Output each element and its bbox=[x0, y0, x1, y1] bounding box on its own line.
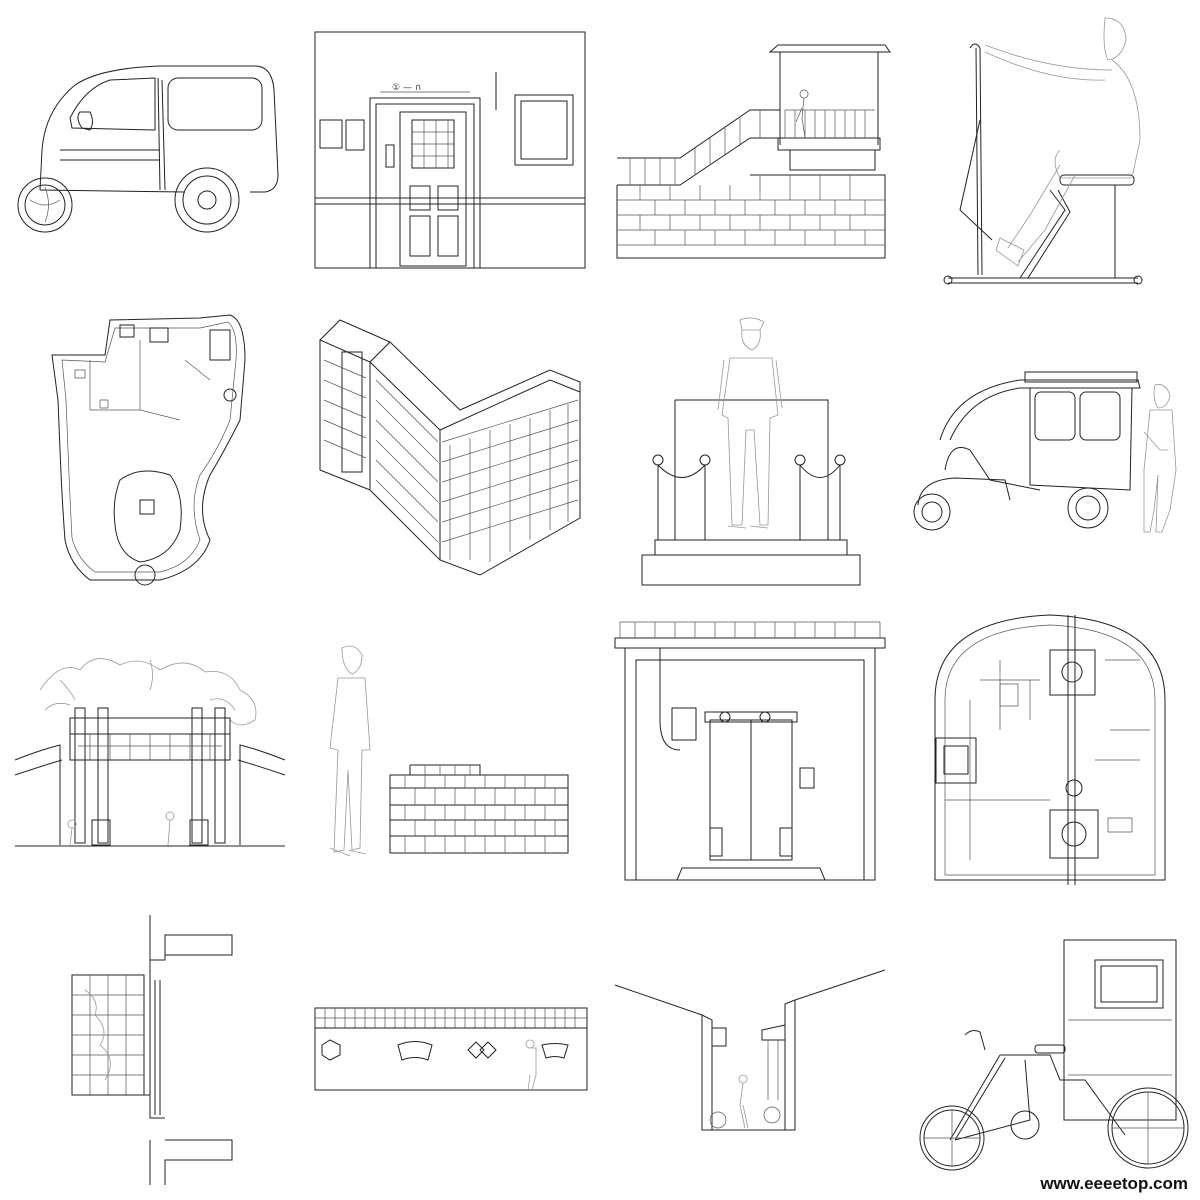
memorial-archway-section bbox=[0, 600, 300, 900]
patterned-window-wall bbox=[300, 900, 600, 1200]
courtyard-gate-elevation bbox=[600, 600, 900, 900]
cargo-tricycle bbox=[900, 900, 1200, 1200]
three-wheel-microcar bbox=[0, 0, 300, 300]
park-site-plan bbox=[0, 300, 300, 600]
door-number-sign: ① — ∩ bbox=[392, 83, 421, 93]
wall-section-with-vines bbox=[0, 900, 300, 1200]
covered-electric-tricycle bbox=[900, 300, 1200, 600]
watermark: www.eeeetop.com bbox=[1040, 1174, 1188, 1193]
man-beside-stacked-bricks bbox=[300, 600, 600, 900]
guard-on-podium bbox=[600, 300, 900, 600]
temple-courtyard-plan bbox=[900, 600, 1200, 900]
isometric-apartment-block bbox=[300, 300, 600, 600]
person-on-fitness-machine bbox=[900, 0, 1200, 300]
apartment-door-elevation: ① — ∩ bbox=[300, 0, 600, 300]
alley-section bbox=[600, 900, 900, 1200]
stair-and-pavilion bbox=[600, 0, 900, 300]
